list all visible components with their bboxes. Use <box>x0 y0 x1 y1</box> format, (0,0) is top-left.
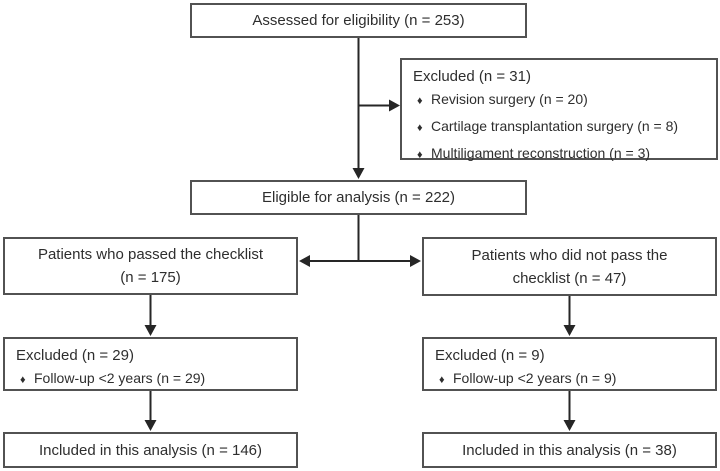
diamond-bullet-icon: ♦ <box>417 122 423 134</box>
box-excluded-initial: Excluded (n = 31) ♦ Revision surgery (n … <box>400 58 718 161</box>
excluded-not-passed-item: ♦ Follow-up <2 years (n = 9) <box>435 366 707 393</box>
diamond-bullet-icon: ♦ <box>417 95 423 107</box>
box-patients-passed: Patients who passed the checklist (n = 1… <box>3 237 298 295</box>
arrow-assessed-to-eligible <box>352 38 365 179</box>
arrow-excluded-to-included-left <box>144 391 157 431</box>
not-passed-label-line2: checklist (n = 47) <box>512 269 627 287</box>
excluded-passed-title: Excluded (n = 29) <box>16 347 134 364</box>
excluded-initial-item: ♦ Cartilage transplantation surgery (n =… <box>413 114 708 141</box>
excluded-initial-title: Excluded (n = 31) <box>413 68 531 85</box>
arrow-excluded-to-included-right <box>563 391 576 431</box>
arrow-passed-to-excluded <box>144 295 157 336</box>
not-passed-label-line1: Patients who did not pass the <box>471 246 668 264</box>
excluded-initial-item-label: Cartilage transplantation surgery (n = 8… <box>431 118 679 134</box>
box-patients-not-passed: Patients who did not pass the checklist … <box>422 237 717 296</box>
passed-label-line1: Patients who passed the checklist <box>37 246 264 263</box>
included-not-passed-label: Included in this analysis (n = 38) <box>462 441 677 459</box>
excluded-passed-item-label: Follow-up <2 years (n = 29) <box>34 370 206 386</box>
diamond-bullet-icon: ♦ <box>20 374 26 386</box>
diamond-bullet-icon: ♦ <box>439 374 445 386</box>
excluded-initial-item: ♦ Multiligament reconstruction (n = 3) <box>413 141 708 168</box>
arrow-split-bidirectional <box>299 255 421 267</box>
box-assessed-for-eligibility: Assessed for eligibility (n = 253) <box>190 3 527 38</box>
excluded-initial-item-label: Multiligament reconstruction (n = 3) <box>431 145 651 161</box>
assessed-label: Assessed for eligibility (n = 253) <box>252 12 465 29</box>
excluded-not-passed-item-label: Follow-up <2 years (n = 9) <box>453 370 617 386</box>
eligible-label: Eligible for analysis (n = 222) <box>261 189 455 206</box>
box-excluded-not-passed-arm: Excluded (n = 9) ♦ Follow-up <2 years (n… <box>422 337 717 391</box>
excluded-passed-item: ♦ Follow-up <2 years (n = 29) <box>16 366 288 393</box>
arrow-notpassed-to-excluded <box>563 296 576 336</box>
diamond-bullet-icon: ♦ <box>417 149 423 161</box>
box-eligible-for-analysis: Eligible for analysis (n = 222) <box>190 180 527 215</box>
excluded-initial-item: ♦ Revision surgery (n = 20) <box>413 87 708 114</box>
included-passed-label: Included in this analysis (n = 146) <box>38 441 263 459</box>
excluded-not-passed-title: Excluded (n = 9) <box>435 347 545 364</box>
excluded-initial-item-label: Revision surgery (n = 20) <box>431 91 588 107</box>
arrow-to-excluded-initial <box>358 99 400 112</box>
box-included-passed-arm: Included in this analysis (n = 146) <box>3 432 298 468</box>
box-excluded-passed-arm: Excluded (n = 29) ♦ Follow-up <2 years (… <box>3 337 298 391</box>
box-included-not-passed-arm: Included in this analysis (n = 38) <box>422 432 717 468</box>
passed-label-line2: (n = 175) <box>120 269 181 286</box>
